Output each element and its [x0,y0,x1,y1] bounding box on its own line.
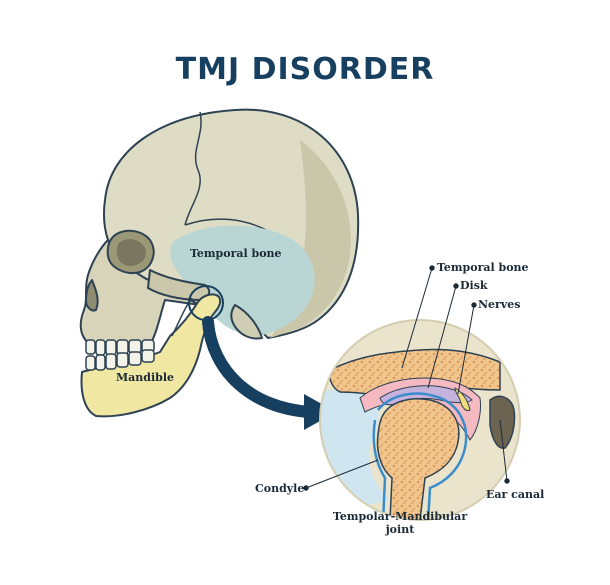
mastoid-process [230,304,263,340]
eye-socket-inner [116,239,146,266]
page-title: TMJ DISORDER [175,52,435,87]
cranium-shadow [270,140,351,338]
label-mandible: Mandible [116,371,175,384]
label-joint-line1: Tempolar-Mandibular [332,510,468,523]
skull [79,108,360,418]
nerves-bundle [454,387,471,411]
lower-teeth [85,349,155,371]
joint-detail [319,319,521,521]
condyle [376,398,460,520]
label-joint-line2: joint [385,523,415,536]
label-detail-temporal-bone: Temporal bone [437,261,529,274]
ramus-outline [372,419,387,520]
ear-canal-shape [489,395,516,449]
detail-border [319,319,521,521]
squamous-suture [184,218,271,233]
zoom-arrow [202,316,316,418]
coronoid-process [171,297,193,337]
condyle-outline [377,392,468,520]
label-disk: Disk [460,279,488,292]
label-joint: Tempolar-Mandibular joint [330,510,470,536]
temporal-bone-region [170,225,315,336]
nasal-cavity [85,279,99,312]
coronal-suture [184,111,202,226]
label-ear-canal: Ear canal [486,488,545,501]
callout-lines [303,265,510,491]
label-nerves: Nerves [478,298,521,311]
label-condyle: Condyle [255,482,305,495]
label-skull-temporal-bone: Temporal bone [190,247,282,260]
